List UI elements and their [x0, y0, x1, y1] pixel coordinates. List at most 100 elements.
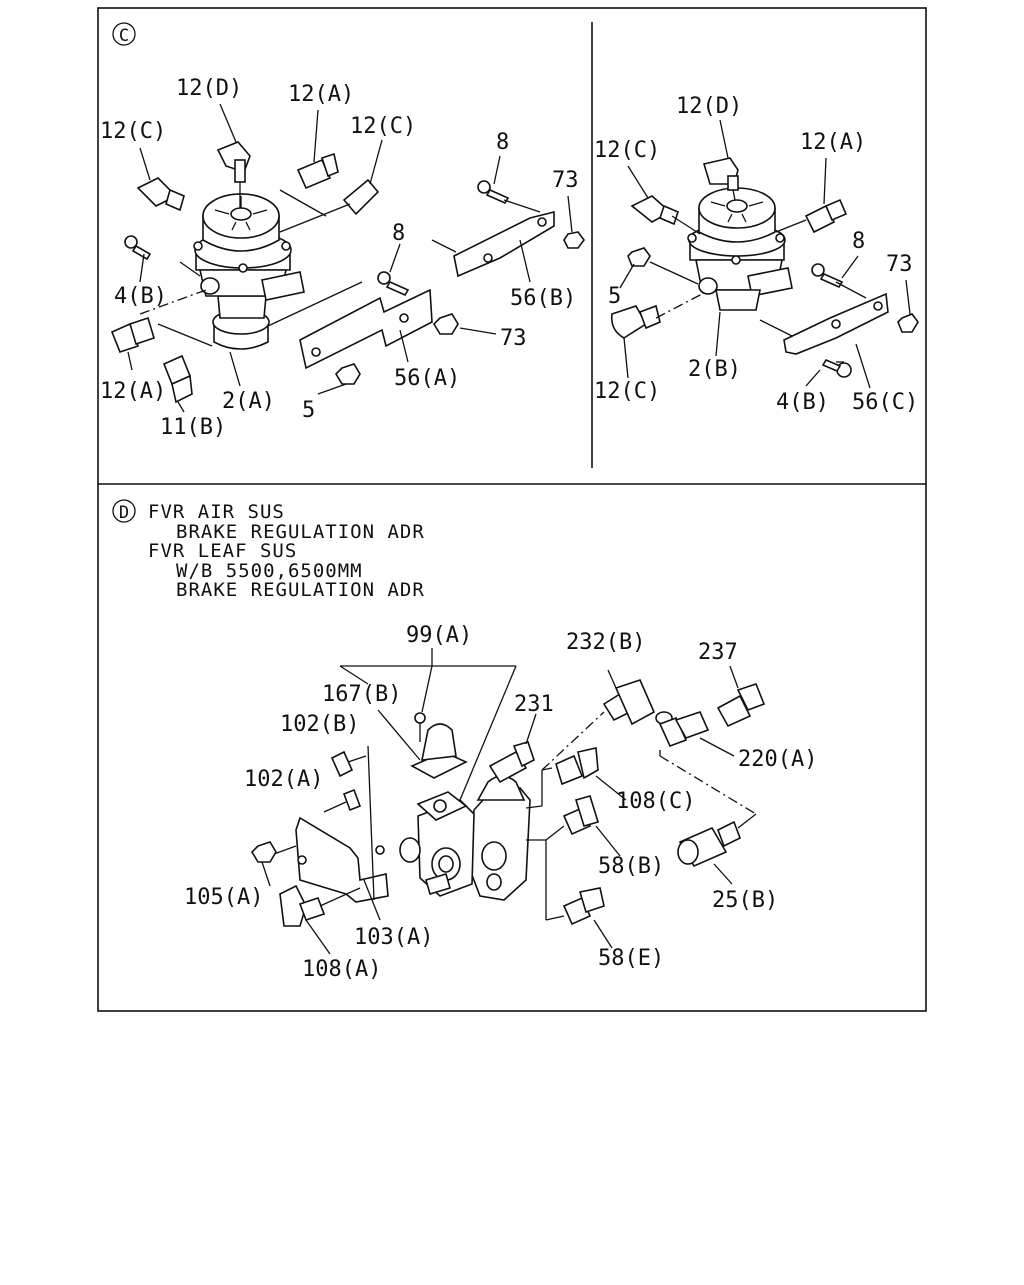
tee-220a: [658, 711, 710, 748]
screw-99a: [414, 712, 426, 742]
label-237: 237: [698, 640, 738, 665]
bolt-8-mid: [377, 271, 410, 297]
fitting-58b: [562, 795, 600, 836]
label-12c-top-right: 12(C): [594, 138, 660, 163]
relay-valve-2a: [193, 193, 305, 350]
label-73-right: 73: [886, 252, 913, 277]
leaders-c-right: [619, 119, 911, 389]
nut-5-right: [627, 247, 651, 267]
svg-text:D: D: [119, 503, 129, 523]
relay-valve-2b: [687, 187, 793, 311]
label-56c: 56(C): [852, 390, 918, 415]
fitting-12c-left: [136, 177, 185, 212]
label-11b: 11(B): [160, 415, 226, 440]
label-5-right: 5: [608, 284, 621, 309]
fitting-12c-bot-right: [610, 304, 661, 339]
label-102b: 102(B): [280, 712, 359, 737]
leaders-d: [261, 648, 757, 955]
fitting-12a-top: [296, 152, 339, 190]
nut-73-mid: [432, 313, 459, 335]
label-73-mid: 73: [500, 326, 527, 351]
fitting-12c-top-right: [630, 195, 679, 226]
label-12d-right: 12(D): [676, 94, 742, 119]
label-4b: 4(B): [114, 284, 167, 309]
label-12d: 12(D): [176, 76, 242, 101]
bolt-4b: [124, 235, 152, 261]
labels-d: 99(A) 232(B) 237 167(B) 231 102(B) 220(A…: [184, 623, 817, 982]
note-line-3: FVR LEAF SUS: [148, 540, 297, 562]
bolt-102b: [330, 750, 367, 778]
fitting-231: [488, 741, 535, 784]
label-56a: 56(A): [394, 366, 460, 391]
label-12a-bot: 12(A): [100, 379, 166, 404]
label-2b: 2(B): [688, 357, 741, 382]
fitting-12a-bot: [110, 316, 155, 353]
nut-73-right: [897, 313, 919, 333]
section-d: D FVR AIR SUS BRAKE REGULATION ADR FVR L…: [112, 499, 817, 982]
label-232b: 232(B): [566, 630, 645, 655]
leaders-c-left: [127, 103, 573, 413]
nut-5: [334, 363, 361, 385]
fitting-12a-right: [804, 198, 848, 234]
label-12c-bot-right: 12(C): [594, 379, 660, 404]
label-56b: 56(B): [510, 286, 576, 311]
sensor-25b: [677, 820, 742, 868]
fitting-58e: [562, 887, 605, 926]
plug-11b: [162, 354, 193, 404]
section-c: C: [100, 22, 919, 440]
note-line-5: BRAKE REGULATION ADR: [176, 579, 425, 601]
label-12a-right: 12(A): [800, 130, 866, 155]
elbow-108a: [279, 884, 326, 927]
labels-c-right: 12(D) 12(C) 12(A) 8 73 5 2(B) 12(C) 4(B)…: [594, 94, 918, 415]
bolt-4b-right: [821, 358, 852, 378]
label-103a: 103(A): [354, 925, 433, 950]
label-58b: 58(B): [598, 854, 664, 879]
label-2a: 2(A): [222, 389, 275, 414]
label-105a: 105(A): [184, 885, 263, 910]
fitting-12d-right: [702, 157, 739, 201]
label-8-mid: 8: [392, 221, 405, 246]
label-12c-left: 12(C): [100, 119, 166, 144]
section-d-marker: D: [112, 499, 136, 523]
bolt-102a: [323, 788, 362, 813]
nut-105a: [250, 841, 277, 863]
label-108a: 108(A): [302, 957, 381, 982]
note-line-2: BRAKE REGULATION ADR: [176, 521, 425, 543]
bracket-56b: [453, 210, 555, 278]
note-line-4: W/B 5500,6500MM: [176, 560, 363, 582]
note-line-1: FVR AIR SUS: [148, 501, 285, 523]
diagram-frame: [97, 7, 927, 1012]
fitting-12d-left: [216, 141, 251, 208]
labels-c-left: 12(D) 12(A) 12(C) 12(C) 8 73 4(B) 8 56(B…: [100, 76, 579, 440]
label-25b: 25(B): [712, 888, 778, 913]
fitting-12c-right: [342, 178, 380, 216]
label-99a: 99(A): [406, 623, 472, 648]
label-231: 231: [514, 692, 554, 717]
label-12a-top: 12(A): [288, 82, 354, 107]
label-4b-right: 4(B): [776, 390, 829, 415]
label-8-right: 8: [852, 229, 865, 254]
tee-232b: [602, 679, 673, 726]
label-220a: 220(A): [738, 747, 817, 772]
bracket-56a: [299, 288, 433, 370]
fitting-237: [716, 683, 766, 728]
label-58e: 58(E): [598, 946, 664, 971]
bracket-56c: [783, 292, 889, 355]
label-5: 5: [302, 398, 315, 423]
bolt-8-top: [477, 180, 510, 205]
svg-text:C: C: [119, 26, 129, 46]
label-12c-right: 12(C): [350, 114, 416, 139]
nut-73-top: [563, 231, 585, 249]
label-8-top: 8: [496, 130, 509, 155]
label-73-top: 73: [552, 168, 579, 193]
section-c-marker: C: [112, 22, 136, 46]
bolt-8-right: [811, 263, 844, 289]
label-102a: 102(A): [244, 767, 323, 792]
label-108c: 108(C): [616, 789, 695, 814]
elbow-108c: [555, 747, 599, 786]
cover-167b: [410, 723, 468, 779]
valve-block: [399, 775, 531, 901]
section-d-notes: FVR AIR SUS BRAKE REGULATION ADR FVR LEA…: [148, 501, 425, 601]
